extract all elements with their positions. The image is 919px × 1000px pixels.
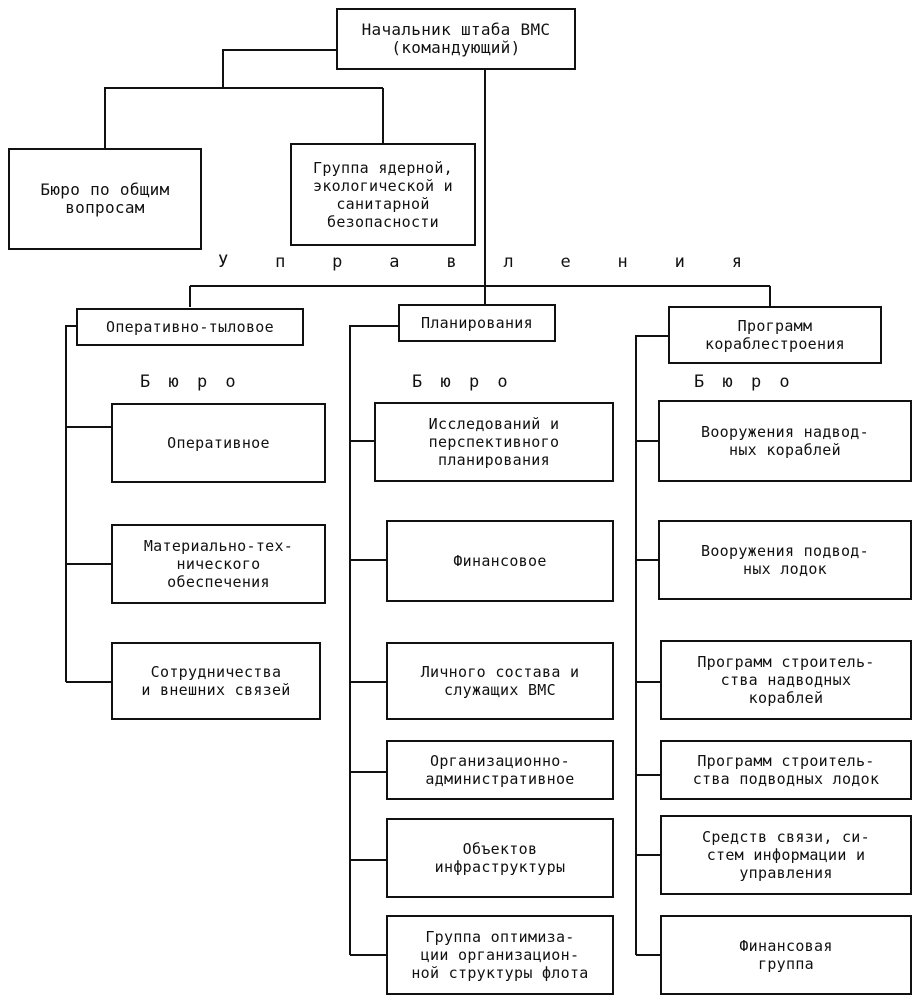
safety-group-box: Группа ядерной, экологической и санитарн… — [290, 143, 476, 246]
bureau-label-col3: Б ю р о — [694, 372, 790, 392]
bureau-general-box: Бюро по общим вопросам — [8, 148, 202, 250]
directorates-label: У п р а в л е н и я — [218, 252, 742, 272]
directorate-operational-logistics: Оперативно-тыловое — [76, 308, 304, 346]
bureau-material-support: Материально-тех- нического обеспечения — [111, 524, 326, 604]
directorates-letter: п — [275, 252, 286, 272]
directorates-letter: и — [674, 252, 685, 272]
bureau-submarine-programs: Программ строитель- ства подводных лодок — [660, 740, 912, 800]
directorates-letter: е — [560, 252, 571, 272]
bureau-financial: Финансовое — [386, 520, 614, 602]
bureau-operational: Оперативное — [111, 403, 326, 483]
group-financial: Финансовая группа — [660, 915, 912, 995]
bureau-surface-ship-weapons: Вооружения надвод- ных кораблей — [658, 400, 912, 482]
bureau-research-planning: Исследований и перспективного планирован… — [374, 402, 614, 482]
directorates-letter: я — [731, 252, 742, 272]
directorate-shipbuilding-programs: Программ кораблестроения — [668, 306, 882, 364]
bureau-submarine-weapons: Вооружения подвод- ных лодок — [658, 520, 912, 600]
bureau-label-col1: Б ю р о — [140, 372, 236, 392]
bureau-cooperation: Сотрудничества и внешних связей — [111, 642, 321, 720]
directorate-planning: Планирования — [398, 304, 556, 342]
bureau-organizational-admin: Организационно- административное — [386, 740, 614, 800]
bureau-personnel: Личного состава и служащих ВМС — [386, 642, 614, 720]
directorates-letter: а — [389, 252, 400, 272]
bureau-infrastructure: Объектов инфраструктуры — [386, 818, 614, 898]
bureau-communications: Средств связи, си- стем информации и упр… — [660, 815, 912, 895]
directorates-letter: л — [503, 252, 514, 272]
directorates-letter: У — [218, 252, 229, 272]
chief-of-staff-box: Начальник штаба ВМС (командующий) — [336, 8, 576, 70]
group-structure-optimization: Группа оптимиза- ции организацион- ной с… — [386, 915, 614, 995]
directorates-letter: в — [446, 252, 457, 272]
bureau-surface-ship-programs: Программ строитель- ства надводных кораб… — [660, 640, 912, 720]
directorates-letter: н — [617, 252, 628, 272]
bureau-label-col2: Б ю р о — [412, 372, 508, 392]
directorates-letter: р — [332, 252, 343, 272]
